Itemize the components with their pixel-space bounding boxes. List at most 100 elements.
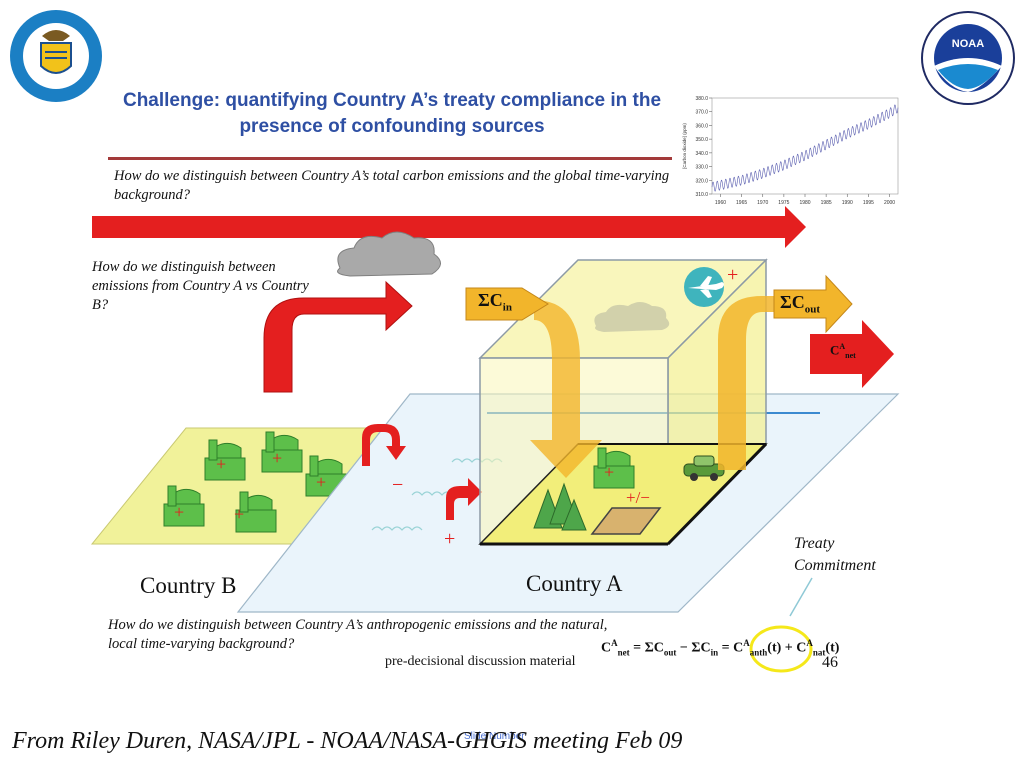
minus-sign: −: [392, 474, 404, 496]
y-tick-label: 320.0: [695, 178, 708, 184]
cloud-icon-small: [594, 302, 670, 332]
plus-sign: +: [444, 528, 456, 550]
factory-icon: [261, 431, 303, 473]
y-axis-label: [Carbon dioxide] (ppm): [682, 123, 687, 169]
c-net-subscript: net: [845, 350, 856, 360]
x-tick-label: 1980: [799, 200, 810, 206]
eq-anth-sub: anth: [749, 647, 768, 658]
treaty-commitment-label: Treaty Commitment: [794, 533, 876, 577]
cropland-icon: [590, 507, 662, 535]
eq-lhs-sub: net: [617, 647, 630, 658]
factory-group: [163, 431, 347, 533]
y-tick-label: 380.0: [695, 96, 708, 102]
eq-sigma-in: − ΣC: [676, 640, 711, 656]
y-tick-label: 340.0: [695, 151, 708, 157]
title-underline: [108, 157, 672, 160]
eq-anth: C: [733, 640, 744, 656]
plus-sign: +: [174, 502, 185, 522]
transport-arrow-2: [446, 478, 482, 520]
question-local-background: How do we distinguish between Country A’…: [108, 617, 608, 652]
c-net-label: CAnet: [830, 342, 856, 360]
y-tick-label: 360.0: [695, 123, 708, 129]
c-net-superscript: A: [839, 342, 846, 351]
x-tick-label: 1995: [863, 200, 874, 206]
car-icon: [683, 455, 725, 481]
x-tick-label: 2000: [884, 200, 895, 206]
net-flux-equation: CAnet = ΣCout − ΣCin = CAanth(t) + CAnat…: [601, 638, 839, 657]
sigma-c-in-subscript: in: [502, 301, 512, 314]
factory-icon: [593, 447, 635, 489]
plus-sign: +: [316, 472, 327, 492]
x-tick-label: 1990: [842, 200, 853, 206]
eq-lhs: C: [601, 640, 612, 656]
eq-anth-sup: A: [743, 638, 750, 648]
eq-plus: +: [781, 640, 797, 656]
eq-nat-t: (t): [825, 640, 840, 656]
plus-sign: +: [604, 462, 615, 482]
eq-nat-sub: nat: [812, 647, 826, 658]
x-tick-label: 1970: [757, 200, 768, 206]
country-a-label: Country A: [526, 571, 623, 596]
country-b-label: Country B: [140, 573, 237, 598]
eq-nat-sup: A: [806, 638, 813, 648]
co2-series-line: [711, 104, 899, 192]
eq-lhs-sup: A: [611, 638, 618, 648]
x-tick-label: 1975: [778, 200, 789, 206]
treaty-pointer: [789, 577, 813, 617]
cube-floor-edge-right: [666, 442, 768, 546]
title-line-2: presence of confounding sources: [239, 116, 545, 137]
noaa-wordmark: NOAA: [951, 38, 985, 50]
eq-nat: C: [796, 640, 807, 656]
eq-equals: =: [718, 640, 734, 656]
eq-out-sub: out: [663, 647, 677, 658]
sigma-c-out-label: ΣCout: [780, 292, 820, 316]
forest-icon: [533, 482, 587, 531]
sigma-c-out-text: ΣC: [780, 292, 805, 312]
sigma-c-in-label: ΣCin: [478, 290, 512, 314]
factory-icon: [204, 439, 246, 481]
y-tick-label: 350.0: [695, 137, 708, 143]
sigma-c-out-box: [773, 274, 853, 334]
slide-title: Challenge: quantifying Country A’s treat…: [92, 88, 692, 140]
co2-chart-svg: 310.0 320.0 330.0 340.0 350.0 360.0 370.0 380.0…: [682, 96, 899, 206]
eq-sigma-out: = ΣC: [629, 640, 664, 656]
x-tick-label: 1985: [821, 200, 832, 206]
inflow-arrow: [530, 300, 602, 478]
eq-anth-t: (t): [767, 640, 782, 656]
slide-number-placeholder: Slide Number: [464, 731, 525, 742]
outflow-arrow: [718, 296, 778, 470]
x-tick-label: 1960: [715, 200, 726, 206]
footer-citation: From Riley Duren, NASA/JPL - NOAA/NASA-G…: [12, 728, 683, 754]
country-b-emission-arrow: [263, 280, 413, 393]
co2-chart: 310.0 320.0 330.0 340.0 350.0 360.0 370.0 380.0…: [676, 86, 906, 208]
cloud-icon: [337, 231, 441, 277]
noaa-logo: NOAA: [920, 10, 1016, 106]
y-tick-label: 370.0: [695, 110, 708, 116]
plus-minus-sign: +/−: [626, 488, 650, 507]
treaty-line-1: Treaty: [794, 535, 835, 552]
x-tick-label: 1965: [736, 200, 747, 206]
doc-logo: [8, 8, 104, 104]
y-tick-label: 330.0: [695, 165, 708, 171]
plus-sign: +: [272, 448, 283, 468]
treaty-line-2: Commitment: [794, 557, 876, 574]
anth-highlight: [749, 625, 813, 673]
question-country-emissions: How do we distinguish between emissions …: [92, 259, 309, 313]
plus-sign: +: [216, 454, 227, 474]
plus-sign: +: [234, 504, 245, 524]
factory-icon: [235, 491, 277, 533]
transport-arrow-1: [362, 424, 406, 466]
c-net-arrow: [810, 320, 894, 388]
question-global-background: How do we distinguish between Country A’…: [114, 168, 670, 203]
sigma-c-in-text: ΣC: [478, 290, 503, 310]
sigma-c-in-box: [465, 287, 549, 321]
plus-sign: +: [727, 264, 739, 286]
eq-in-sub: in: [710, 647, 719, 658]
slide-number: 46: [822, 654, 838, 671]
sigma-c-out-subscript: out: [804, 303, 821, 316]
y-tick-label: 310.0: [695, 192, 708, 198]
title-line-1: Challenge: quantifying Country A’s treat…: [122, 90, 662, 111]
c-net-text: C: [830, 342, 840, 358]
global-background-arrow: [92, 206, 806, 248]
